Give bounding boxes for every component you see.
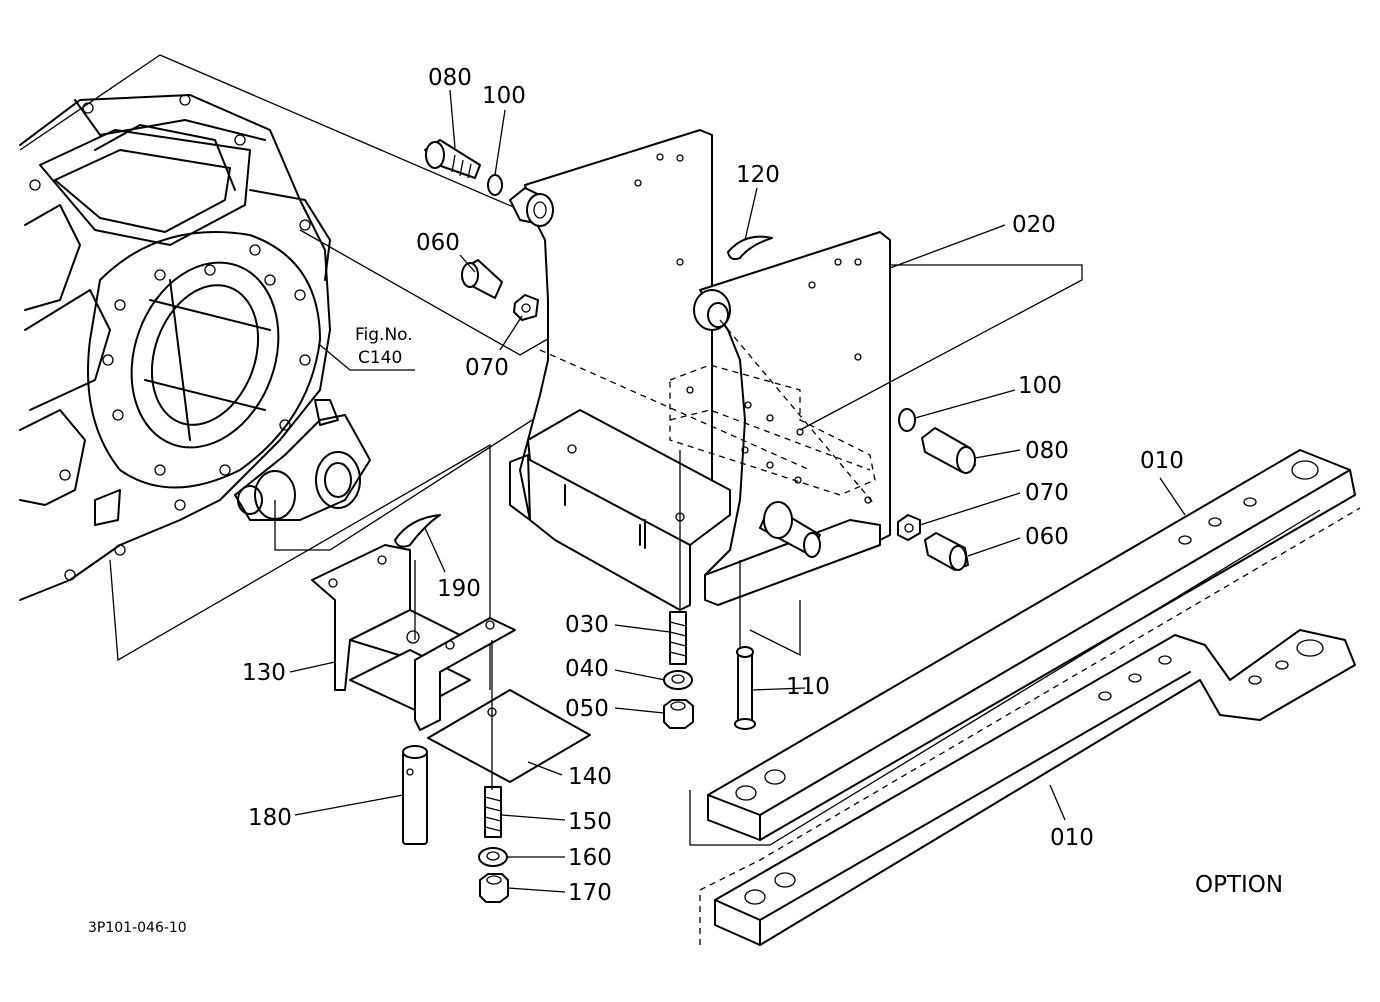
bolt-060-top bbox=[461, 259, 503, 299]
option-label: OPTION bbox=[1195, 872, 1283, 898]
callout-030: 030 bbox=[565, 612, 609, 638]
callout-060-top: 060 bbox=[416, 230, 460, 256]
pin-180 bbox=[402, 745, 428, 845]
washer-160 bbox=[478, 847, 508, 867]
reference-line bbox=[414, 560, 493, 790]
callout-010-top: 010 bbox=[1140, 448, 1184, 474]
spacer-block-outline bbox=[539, 319, 876, 506]
bushing-top bbox=[509, 187, 554, 227]
callout-040: 040 bbox=[565, 656, 609, 682]
callout-100-right: 100 bbox=[1018, 373, 1062, 399]
leader-lines bbox=[289, 89, 1186, 893]
reference-line bbox=[699, 507, 1361, 945]
reference-line bbox=[109, 443, 491, 690]
callout-010-bottom: 010 bbox=[1050, 825, 1094, 851]
drawing-number: 3P101-046-10 bbox=[88, 920, 187, 936]
reference-line bbox=[749, 600, 801, 657]
callout-130: 130 bbox=[242, 660, 286, 686]
pin-110 bbox=[734, 646, 756, 730]
drawbar-010-straight bbox=[707, 449, 1356, 841]
stud-150 bbox=[484, 786, 502, 838]
callout-160: 160 bbox=[568, 845, 612, 871]
washer-100-top bbox=[487, 174, 503, 196]
bracket-130 bbox=[311, 544, 516, 731]
drawbar-010-offset bbox=[714, 629, 1356, 946]
callout-170: 170 bbox=[568, 880, 612, 906]
callout-100-top: 100 bbox=[482, 83, 526, 109]
bolt-080-right bbox=[921, 427, 976, 474]
bolt-060-right bbox=[924, 532, 969, 571]
callout-080-right: 080 bbox=[1025, 438, 1069, 464]
figure-reference-line2: C140 bbox=[358, 348, 402, 368]
callout-140: 140 bbox=[568, 764, 612, 790]
callout-070-right: 070 bbox=[1025, 480, 1069, 506]
transmission-housing bbox=[19, 94, 371, 601]
washer-100-right bbox=[898, 408, 916, 432]
nut-050 bbox=[663, 699, 694, 729]
callout-180: 180 bbox=[248, 805, 292, 831]
callout-190: 190 bbox=[437, 576, 481, 602]
callout-120: 120 bbox=[736, 162, 780, 188]
callout-070-top: 070 bbox=[465, 355, 509, 381]
callout-020: 020 bbox=[1012, 212, 1056, 238]
washer-040 bbox=[663, 670, 693, 690]
callout-150: 150 bbox=[568, 809, 612, 835]
callout-050: 050 bbox=[565, 696, 609, 722]
callout-080-top: 080 bbox=[428, 65, 472, 91]
reference-line bbox=[679, 450, 741, 650]
callout-110: 110 bbox=[786, 674, 830, 700]
stud-030 bbox=[669, 611, 687, 665]
callout-060-right: 060 bbox=[1025, 524, 1069, 550]
reference-line bbox=[319, 344, 415, 371]
cotter-pin-120 bbox=[727, 235, 773, 261]
reference-line bbox=[799, 264, 1083, 431]
figure-reference-line1: Fig.No. bbox=[355, 325, 413, 345]
bolt-080-top bbox=[424, 139, 481, 179]
cotter-pin-190 bbox=[394, 514, 441, 548]
nut-070-right bbox=[897, 514, 921, 541]
nut-070-top bbox=[513, 294, 539, 321]
nut-170 bbox=[479, 873, 509, 903]
small-bracket-plate bbox=[693, 231, 891, 606]
reference-line bbox=[689, 509, 1321, 846]
